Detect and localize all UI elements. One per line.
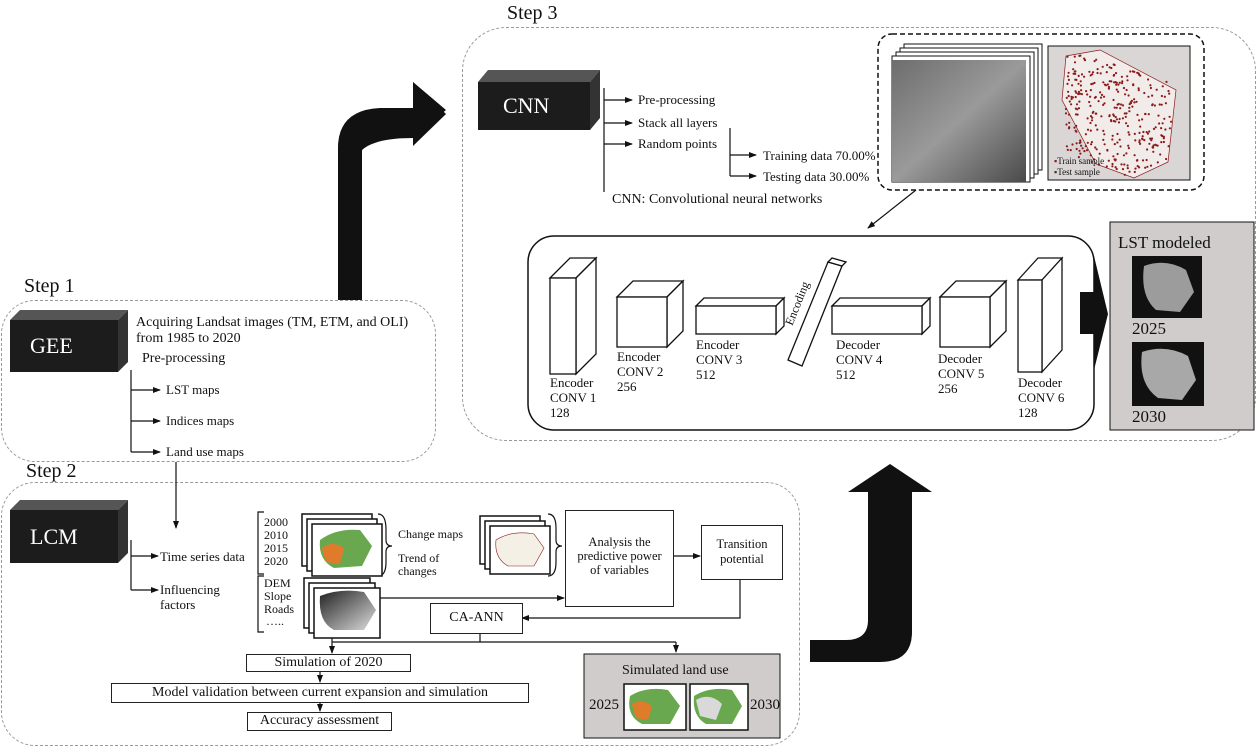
cnn-label: CNN: [503, 93, 550, 118]
factor-roads: Roads: [264, 602, 294, 616]
gee-line2: from 1985 to 2020: [136, 331, 241, 346]
change-map-stack: [479, 515, 551, 575]
legend-train: ▪Train sample: [1054, 156, 1105, 166]
lst-year-2025: 2025: [1132, 319, 1166, 338]
satellite-stack: [877, 33, 1205, 191]
cnn-definition: CNN: Convolutional neural networks: [612, 192, 823, 207]
year-2000: 2000: [264, 515, 288, 529]
cnn-stack: Stack all layers: [638, 115, 718, 130]
factor-more: …..: [266, 614, 284, 628]
lcm-label: LCM: [30, 524, 78, 549]
layer1-size: 128: [550, 405, 570, 420]
change-maps-label: Change maps: [398, 527, 463, 541]
step3-container: [462, 27, 1256, 441]
layer6-name: Decoder: [1018, 375, 1063, 390]
ca-ann-box: CA-ANN: [430, 603, 523, 634]
layer3-conv: CONV 3: [696, 352, 743, 367]
lcm-box: [10, 500, 128, 563]
cnn-preprocessing: Pre-processing: [638, 92, 716, 107]
step2-title: Step 2: [26, 460, 77, 482]
analysis-text: Analysis the predictive power of variabl…: [577, 535, 662, 577]
layer4-size: 512: [836, 367, 856, 382]
layer4-conv: CONV 4: [836, 352, 883, 367]
factor-dem: DEM: [264, 576, 291, 590]
ca-ann-text: CA-ANN: [449, 610, 504, 625]
conv-blocks: [548, 256, 1064, 376]
step3-title: Step 3: [507, 2, 558, 24]
gee-label: GEE: [30, 333, 73, 358]
influencing-label-1: Influencing: [160, 582, 220, 597]
layer4-name: Decoder: [836, 337, 881, 352]
layer6-conv: CONV 6: [1018, 390, 1065, 405]
layer3-name: Encoder: [696, 337, 740, 352]
trend-label-2: changes: [398, 564, 437, 578]
gee-preprocessing: Pre-processing: [142, 351, 226, 366]
gee-box: [10, 310, 128, 372]
layer5-size: 256: [938, 381, 958, 396]
layer2-size: 256: [617, 379, 637, 394]
step2-container: [1, 482, 800, 746]
step1-container: [1, 300, 436, 462]
factor-stack: [303, 577, 381, 639]
accuracy-text: Accuracy assessment: [259, 713, 380, 728]
lst-year-2030: 2030: [1132, 407, 1166, 426]
year-2020: 2020: [264, 554, 288, 568]
gee-item-landuse: Land use maps: [166, 444, 244, 459]
validation-text: Model validation between current expansi…: [152, 685, 488, 700]
layer1-name: Encoder: [550, 375, 594, 390]
arrow-to-lst: [1080, 256, 1108, 370]
trend-label-1: Trend of: [398, 551, 440, 565]
sim-year-2030: 2030: [750, 697, 780, 713]
cnn-testing: Testing data 30.00%: [763, 169, 870, 184]
analysis-box: Analysis the predictive power of variabl…: [565, 510, 674, 607]
transition-box: Transition potential: [701, 525, 783, 580]
lst-title: LST modeled: [1118, 233, 1211, 252]
influencing-label-2: factors: [160, 597, 196, 612]
accuracy-box: Accuracy assessment: [247, 712, 392, 731]
landuse-stack: [301, 513, 383, 577]
layer6-size: 128: [1018, 405, 1038, 420]
cnn-random: Random points: [638, 136, 718, 151]
cnn-box: [478, 70, 600, 130]
legend-test: ▪Test sample: [1054, 167, 1100, 177]
cnn-training: Training data 70.00%: [763, 148, 876, 163]
transition-text: Transition potential: [716, 537, 768, 566]
simulated-title: Simulated land use: [622, 663, 729, 678]
gee-item-lst: LST maps: [166, 382, 220, 397]
sim-year-2025: 2025: [589, 697, 619, 713]
simulation-text: Simulation of 2020: [274, 655, 383, 670]
step1-title: Step 1: [24, 275, 75, 297]
factor-slope: Slope: [264, 589, 292, 603]
layer1-conv: CONV 1: [550, 390, 597, 405]
gee-line1: Acquiring Landsat images (TM, ETM, and O…: [136, 315, 409, 330]
year-2010: 2010: [264, 528, 288, 542]
layer2-conv: CONV 2: [617, 364, 664, 379]
layer5-conv: CONV 5: [938, 366, 985, 381]
layer2-name: Encoder: [617, 349, 661, 364]
validation-box: Model validation between current expansi…: [111, 683, 529, 703]
layer3-size: 512: [696, 367, 716, 382]
year-2015: 2015: [264, 541, 288, 555]
time-series-label: Time series data: [160, 549, 245, 564]
simulation-box: Simulation of 2020: [246, 654, 411, 672]
layer5-name: Decoder: [938, 351, 983, 366]
gee-item-indices: Indices maps: [166, 413, 235, 428]
